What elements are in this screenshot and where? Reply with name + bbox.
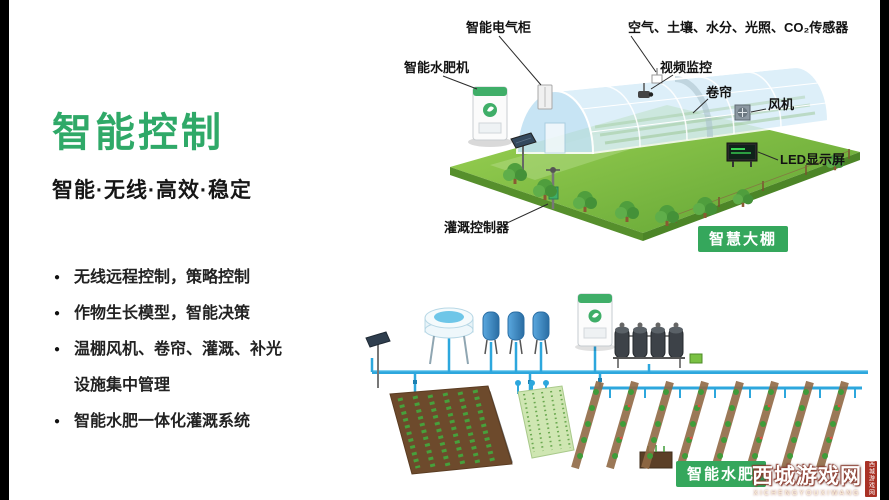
water-fertilizer-machine bbox=[468, 86, 512, 147]
label-electric-cabinet: 智能电气柜 bbox=[466, 20, 531, 35]
feature-item: 无线远程控制，策略控制 bbox=[52, 260, 290, 296]
feature-item: 智能水肥一体化灌溉系统 bbox=[52, 404, 290, 440]
irrigation-illustration bbox=[365, 293, 868, 475]
fertilizer-tanks bbox=[482, 311, 550, 355]
left-black-bar bbox=[0, 0, 9, 500]
label-sensors: 空气、土壤、水分、光照、CO₂传感器 bbox=[628, 20, 849, 35]
label-video-monitor: 视频监控 bbox=[660, 60, 712, 75]
callout-lines bbox=[442, 35, 779, 224]
watermark-subtitle: XICHENGYOUXIWANG bbox=[753, 490, 861, 497]
solar-panel bbox=[365, 331, 391, 388]
right-crop-rows bbox=[571, 380, 849, 470]
label-water-fertilizer-machine: 智能水肥机 bbox=[404, 60, 469, 75]
trees bbox=[503, 154, 844, 226]
feature-item: 作物生长模型，智能决策 bbox=[52, 296, 290, 332]
feature-list: 无线远程控制，策略控制 作物生长模型，智能决策 温棚风机、卷帘、灌溉、补光设施集… bbox=[52, 260, 290, 440]
page-subtitle: 智能·无线·高效·稳定 bbox=[52, 179, 252, 202]
led-screen bbox=[726, 142, 758, 167]
filter-tanks bbox=[613, 322, 703, 368]
greenhouse-badge: 智慧大棚 bbox=[698, 226, 789, 252]
left-panel: 智能控制 智能·无线·高效·稳定 无线远程控制，策略控制 作物生长模型，智能决策… bbox=[52, 100, 352, 440]
sensor-unit bbox=[651, 68, 663, 84]
watermark-seal: 西城游戏网 bbox=[865, 460, 877, 497]
irrigation-diagram: 智能水肥 bbox=[360, 280, 882, 498]
greenhouse-illustration: 智能电气柜 空气、土壤、水分、光照、CO₂传感器 智能水肥机 视频监控 卷帘 风… bbox=[404, 20, 860, 241]
camera-icon bbox=[638, 83, 654, 98]
solar-panel bbox=[510, 132, 537, 171]
label-led-screen: LED显示屏 bbox=[780, 152, 845, 167]
right-black-bar bbox=[880, 0, 889, 500]
greenhouse-diagram: 智能电气柜 空气、土壤、水分、光照、CO₂传感器 智能水肥机 视频监控 卷帘 风… bbox=[395, 5, 885, 263]
greenhouse-structure bbox=[515, 65, 830, 155]
page-title: 智能控制 bbox=[52, 111, 224, 155]
watermark: 西城游戏网 XICHENGYOUXIWANG 西城游戏网 bbox=[752, 460, 877, 497]
label-fan: 风机 bbox=[768, 97, 794, 112]
fertigation-machine bbox=[575, 293, 615, 351]
feature-item: 温棚风机、卷帘、灌溉、补光设施集中管理 bbox=[52, 332, 290, 404]
watermark-title: 西城游戏网 bbox=[752, 465, 862, 488]
label-irrigation-controller: 灌溉控制器 bbox=[444, 220, 510, 235]
fan-unit bbox=[734, 104, 751, 121]
water-tower bbox=[424, 307, 474, 365]
seedling-patch bbox=[517, 385, 575, 459]
electric-cabinet bbox=[537, 84, 553, 110]
label-roller-blind: 卷帘 bbox=[706, 85, 732, 100]
left-field bbox=[389, 385, 513, 475]
irrigation-badge: 智能水肥 bbox=[676, 461, 767, 487]
pump bbox=[689, 353, 703, 364]
